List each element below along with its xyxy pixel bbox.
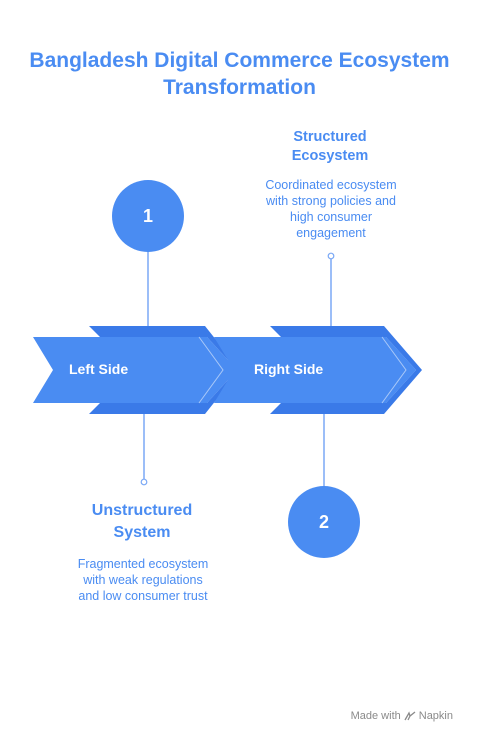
arrow-shape-left: [33, 337, 237, 403]
made-with-credit: Made with Napkin: [351, 710, 453, 722]
stage-heading-1: Unstructured System: [91, 502, 193, 541]
credit-made-with: Made with: [350, 710, 401, 722]
napkin-logo-icon: [404, 710, 416, 720]
arrow-shape-right: [214, 337, 416, 403]
connector-dot-1: [140, 478, 148, 486]
arrow-band-left: [89, 326, 240, 414]
stage-description-1: Fragmented ecosystem with weak regulatio…: [77, 557, 209, 603]
step-number-2: 2: [288, 486, 360, 558]
connector-dot-2: [327, 252, 335, 260]
arrow-outline-left: [198, 336, 224, 404]
stage-description-2: Coordinated ecosystem with strong polici…: [265, 178, 397, 240]
stage-heading-2: Structured Ecosystem: [291, 129, 369, 164]
arrow-label-right: Right Side: [254, 361, 324, 377]
arrow-band-right: [270, 326, 422, 414]
credit-brand: Napkin: [418, 710, 453, 722]
step-number-1: 1: [112, 180, 184, 252]
page-title: Bangladesh Digital Commerce Ecosystem Tr…: [29, 49, 450, 99]
arrow-label-left: Left Side: [69, 361, 129, 377]
arrow-outline-right: [381, 336, 407, 404]
